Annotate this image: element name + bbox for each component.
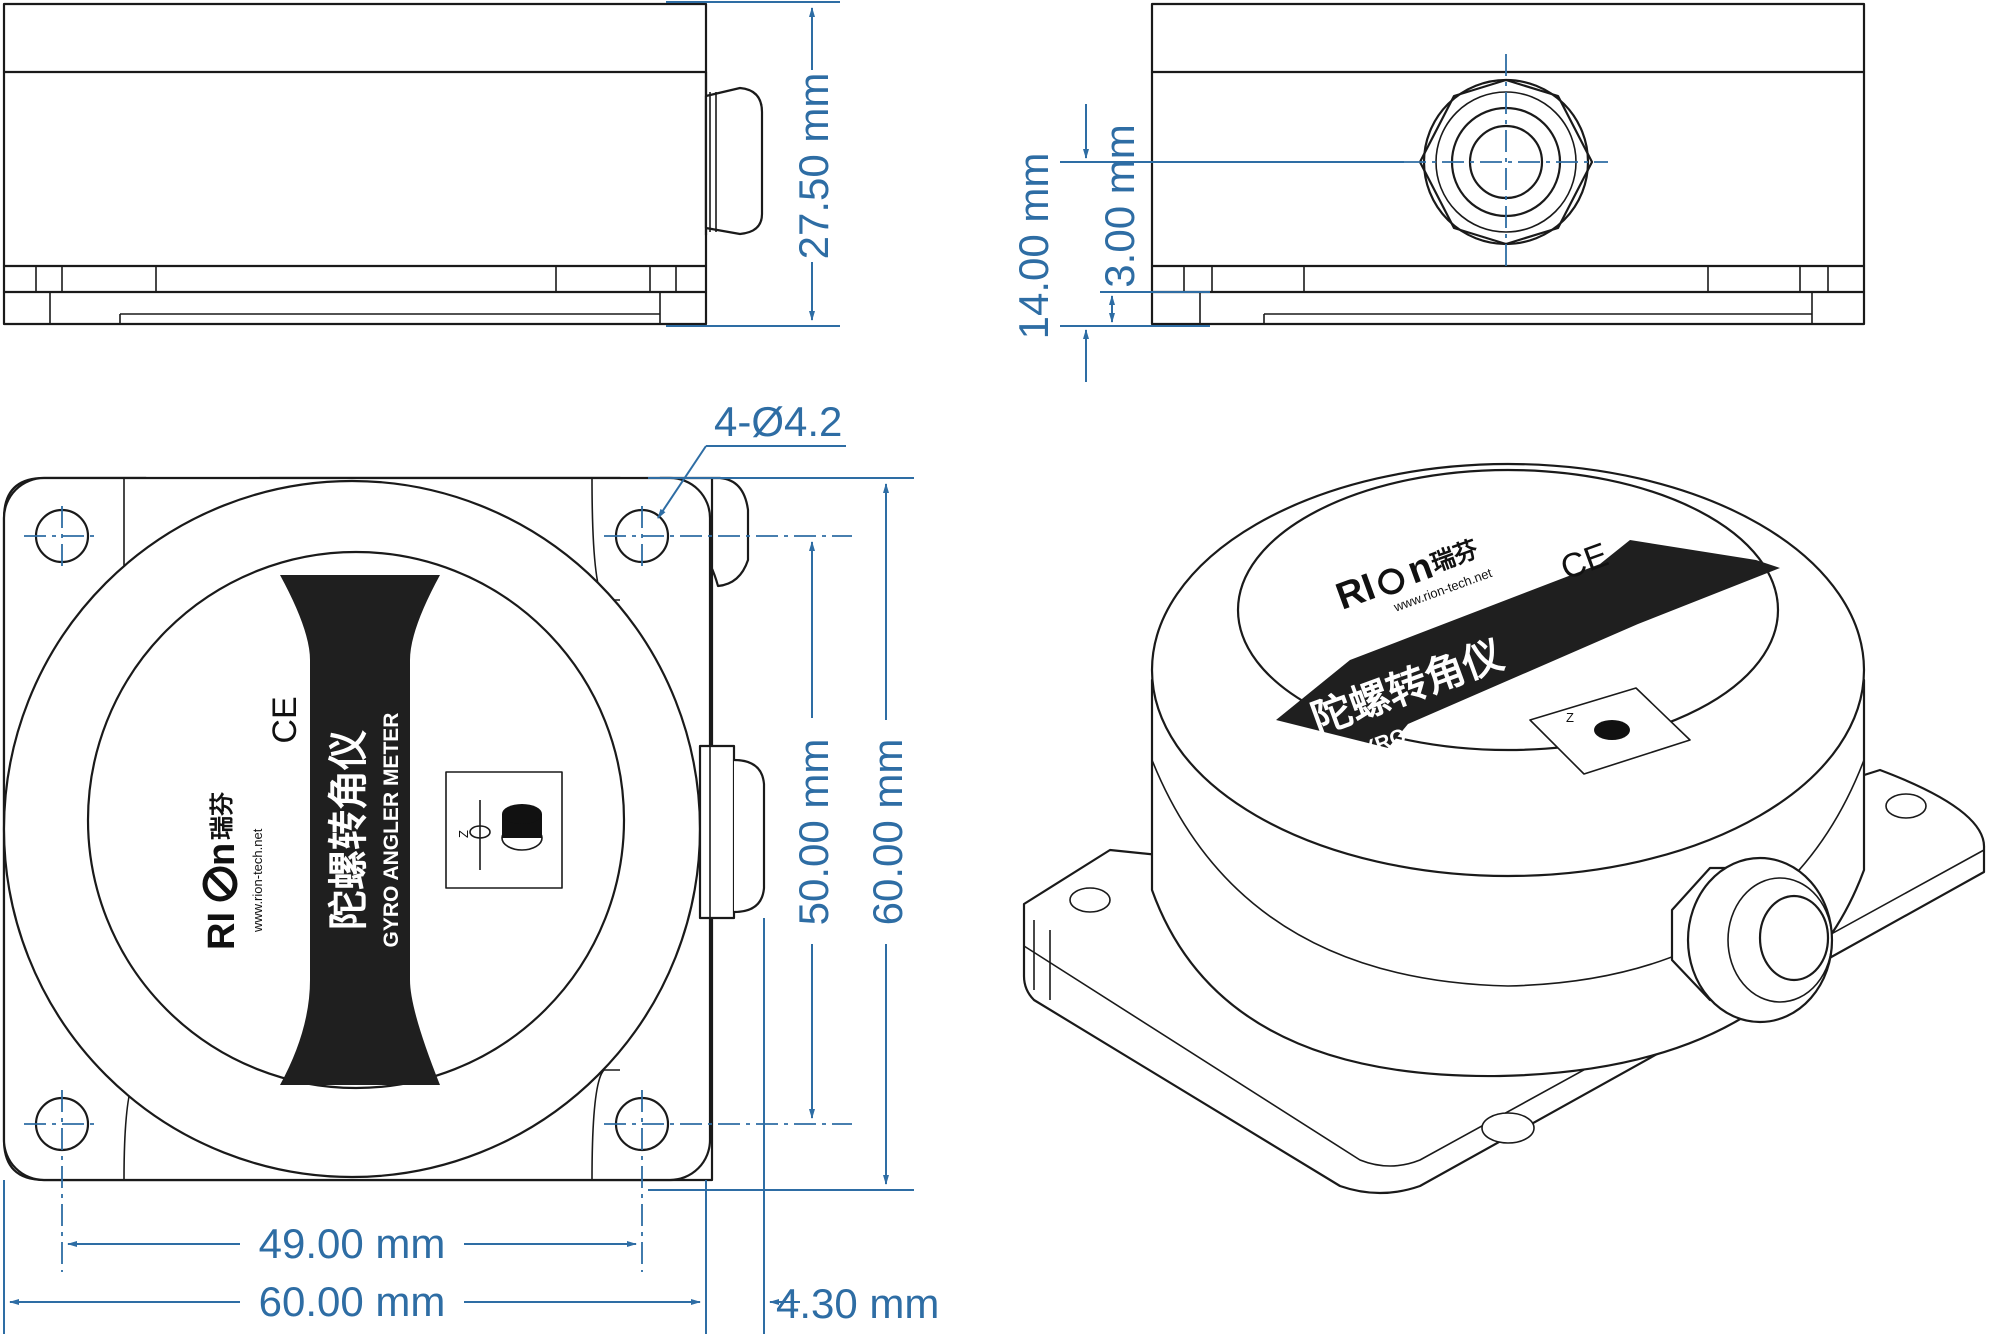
brand-logo: RI n 瑞芬 www.rion-tech.net <box>201 792 265 950</box>
iso-hole-front <box>1481 1112 1535 1144</box>
dim-overall-v: 60.00 mm <box>864 739 911 926</box>
iso-brand-o-icon <box>1378 568 1405 595</box>
brand-o-icon <box>202 866 238 902</box>
dim-base-height: 3.00 mm <box>1096 124 1143 287</box>
product-name-en: GYRO ANGLER METER <box>380 713 403 948</box>
top-view: 陀螺转角仪 GYRO ANGLER METER RI n 瑞芬 www.rion… <box>2 398 939 1334</box>
product-name-cn: 陀螺转角仪 <box>326 730 372 930</box>
iso-axis-label: Z <box>1566 710 1574 725</box>
iso-connector <box>1670 856 1834 1024</box>
dim-hole-spacing-v: 50.00 mm <box>790 739 837 926</box>
ce-mark: CE <box>266 696 304 743</box>
label-band <box>280 575 440 1085</box>
isometric-view: 陀螺转角仪 GYRO ANGLER METER RI n 瑞芬 www.rion… <box>1022 462 1986 1195</box>
website: www.rion-tech.net <box>250 828 265 933</box>
dim-hole-spec: 4-Ø4.2 <box>714 398 842 445</box>
axis-label: Z <box>456 830 471 838</box>
iso-hole-right <box>1885 793 1927 819</box>
iso-hole-left <box>1069 887 1111 913</box>
iso-label-band <box>1276 540 1780 748</box>
side-connector-outline <box>704 86 764 236</box>
side-view: 27.50 mm <box>2 1 840 327</box>
brand-cn: 瑞芬 <box>208 792 236 840</box>
axis-icon: Z <box>445 771 563 889</box>
dim-hole-spacing-h: 49.00 mm <box>259 1220 446 1267</box>
front-view: 14.00 mm 3.00 mm <box>1010 2 1866 382</box>
dim-connector-offset: 4.30 mm <box>776 1280 939 1327</box>
top-connector <box>698 744 766 920</box>
brand-text: RI <box>201 912 243 950</box>
brand-text-end: n <box>201 843 243 866</box>
dim-connector-height: 14.00 mm <box>1010 153 1057 340</box>
dim-overall-h: 60.00 mm <box>259 1278 446 1325</box>
iso-axis-icon: Z <box>1529 687 1691 775</box>
dim-side-height: 27.50 mm <box>790 73 837 260</box>
